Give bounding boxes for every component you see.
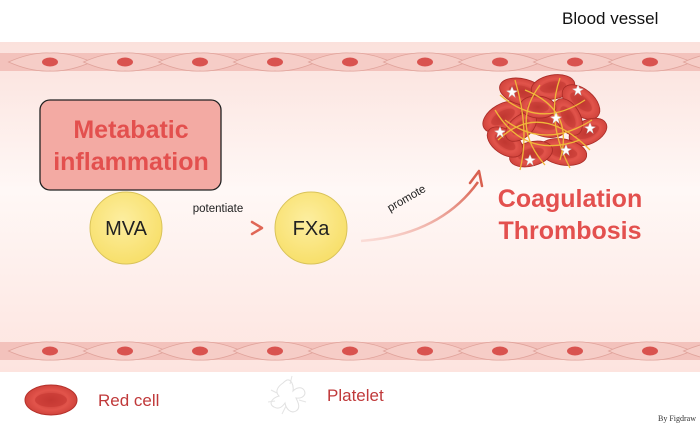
red-blood-cell: [519, 95, 557, 119]
platelet-icon: [267, 375, 307, 415]
platelet: [584, 122, 596, 134]
metabolic-inflammation-box: Metabatic inflammation: [39, 99, 222, 191]
platelet: [494, 126, 506, 138]
endothelial-cell: [232, 52, 318, 72]
outcome-line1: Coagulation: [498, 185, 642, 213]
potentiate-arrow: potentiate: [173, 203, 264, 236]
platelet: [560, 144, 572, 156]
legend-red-cell-label: Red cell: [98, 391, 159, 410]
platelet: [524, 154, 536, 166]
red-cell-icon: [24, 384, 78, 416]
red-blood-cell: [530, 74, 576, 100]
fxa-label: FXa: [293, 218, 331, 240]
page-title: Blood vessel: [562, 9, 658, 28]
endothelial-cell: [7, 52, 93, 72]
mva-node: MVA: [89, 191, 163, 265]
red-blood-cell: [553, 98, 583, 136]
box-label-line2: inflammation: [53, 148, 209, 176]
endothelial-cell: [307, 341, 393, 361]
platelet: [550, 112, 562, 124]
legend: Red cell Platelet: [24, 375, 384, 416]
box-label-line1: Metabatic: [73, 116, 188, 144]
credit-label: By Figdraw: [658, 414, 696, 423]
platelet: [572, 84, 584, 96]
endothelial-cell: [157, 341, 243, 361]
outcome-line2: Thrombosis: [498, 217, 641, 245]
endothelial-cell: [232, 341, 318, 361]
endothelial-cell: [82, 341, 168, 361]
endothelial-cell: [682, 344, 700, 358]
endothelial-cell: [607, 52, 693, 72]
fibrin-strands: [494, 77, 593, 171]
endothelial-cell: [682, 55, 700, 69]
vessel-wall-bottom: [0, 341, 700, 361]
potentiate-label: potentiate: [193, 203, 244, 215]
endothelial-cell: [382, 52, 468, 72]
mva-label: MVA: [105, 218, 148, 240]
endothelial-cell: [7, 341, 93, 361]
platelet: [506, 86, 518, 98]
endothelial-cell: [457, 52, 543, 72]
fxa-node: FXa: [274, 191, 348, 265]
vessel-wall-top: [0, 52, 700, 72]
thrombus-clot: [482, 74, 608, 171]
endothelial-cell: [532, 341, 618, 361]
legend-platelet-label: Platelet: [327, 386, 384, 405]
